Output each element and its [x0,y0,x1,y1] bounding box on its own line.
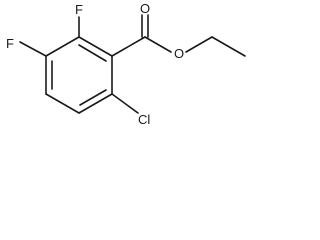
bond-ester-oxygen-ch2 [185,36,213,53]
ring-inner-double-3 [79,89,107,106]
bond-c3-fluorine [19,41,47,57]
bond-c6-chlorine [111,93,139,114]
ring-inner-double-1 [78,44,107,62]
molecule-structure: F F O O Cl [0,0,253,137]
ring-bond-c2-c3 [45,36,80,57]
bond-ring-carbonyl [111,36,146,57]
atom-label-chlorine: Cl [138,112,150,127]
atom-label-fluorine-top: F [75,2,83,17]
atom-label-carbonyl-oxygen: O [140,1,150,16]
structure-drawing: F F O O Cl [6,1,246,127]
ring-bond-c5-c6 [78,93,113,114]
bond-carbonyl-ester-oxygen [144,36,172,53]
atom-label-ester-oxygen: O [174,46,184,61]
ring-bond-c4-c5 [45,93,80,114]
ring-bond-c1-c2 [78,36,113,57]
atom-label-fluorine-left: F [6,36,14,51]
bond-ch2-ch3 [211,36,246,57]
